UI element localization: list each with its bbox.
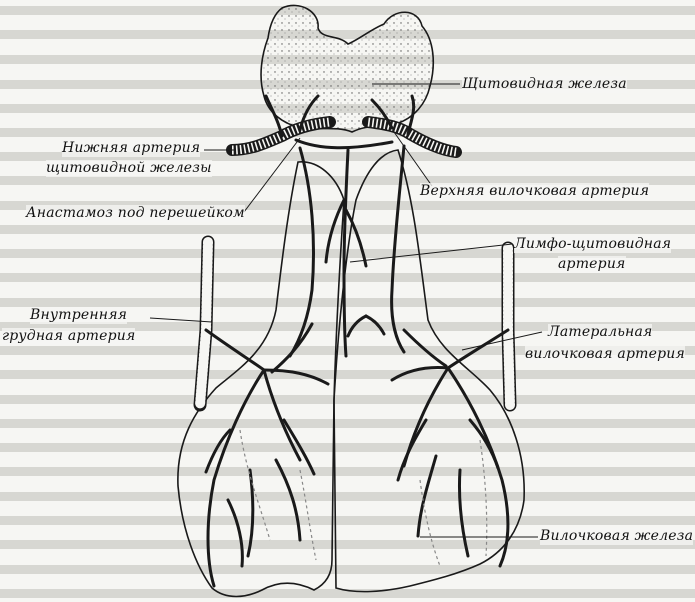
label-inferior-thyroid-artery-line2: щитовидной железы: [46, 160, 212, 177]
label-lateral-thymic-artery-line1: Латеральная: [548, 324, 652, 341]
label-lympho-thyroid-artery-line1: Лимфо-щитовидная: [514, 236, 671, 253]
label-thymus-gland: Вилочковая железа: [540, 528, 693, 545]
label-inferior-thyroid-artery-line1: Нижняя артерия: [62, 140, 200, 157]
label-superior-thymic-artery: Верхняя вилочковая артерия: [420, 183, 649, 200]
label-internal-thoracic-artery-line2: грудная артерия: [2, 328, 135, 345]
label-lympho-thyroid-artery-line2: артерия: [558, 256, 626, 273]
label-anastomosis: Анастамоз под перешейком: [26, 205, 245, 222]
label-thyroid-gland: Щитовидная железа: [462, 76, 627, 93]
thymus-right-lobe: [334, 150, 524, 592]
thyroid-gland: [261, 5, 433, 132]
label-internal-thoracic-artery-line1: Внутренняя: [30, 307, 127, 324]
faint-vessel-traces: [240, 430, 487, 566]
arterial-branches: [206, 96, 508, 586]
label-lateral-thymic-artery-line2: вилочковая артерия: [525, 346, 685, 363]
